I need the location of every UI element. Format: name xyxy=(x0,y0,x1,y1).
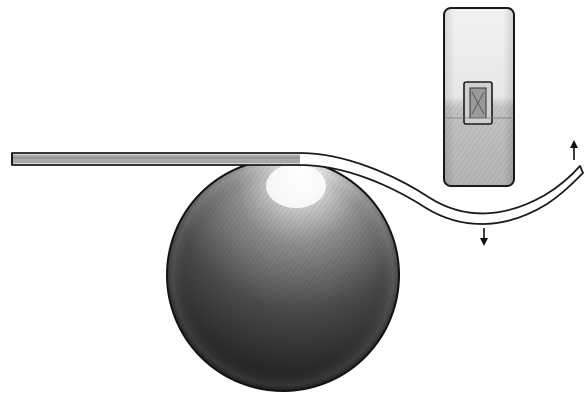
arrow-down xyxy=(480,228,488,246)
sphere xyxy=(167,159,399,391)
block xyxy=(444,8,514,186)
arrow-up xyxy=(570,140,578,160)
